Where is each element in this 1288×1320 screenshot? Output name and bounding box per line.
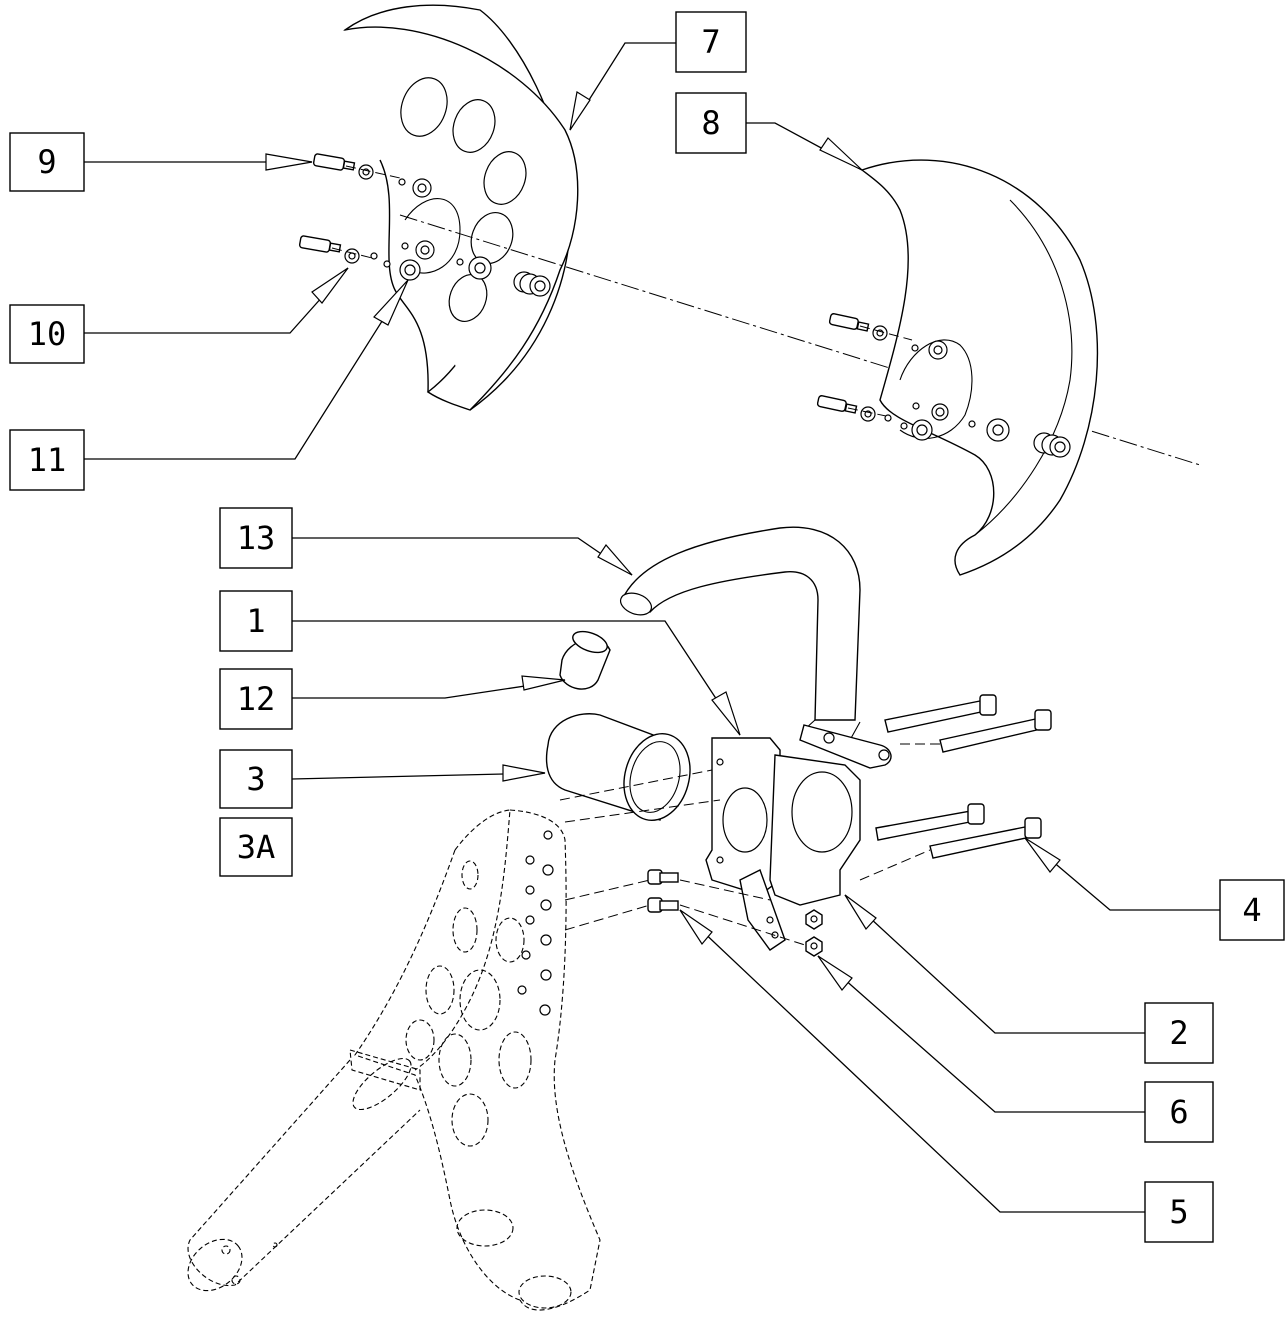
- tube-end-cap: [559, 630, 611, 690]
- svg-text:11: 11: [28, 441, 67, 479]
- projection-lines: [559, 743, 940, 947]
- svg-text:8: 8: [701, 104, 720, 142]
- leader-lines: [84, 42, 1220, 1213]
- callout-13: 13: [219, 507, 293, 569]
- long-bolts: [875, 694, 1052, 859]
- svg-text:3: 3: [246, 760, 265, 798]
- svg-text:10: 10: [28, 315, 67, 353]
- svg-text:2: 2: [1169, 1014, 1188, 1052]
- svg-text:13: 13: [237, 519, 276, 557]
- frame-hidden-lines: [187, 809, 601, 1311]
- callout-3: 3: [219, 749, 293, 809]
- callout-4: 4: [1219, 879, 1285, 941]
- svg-text:12: 12: [237, 680, 276, 718]
- tube-sleeve: [545, 713, 691, 822]
- svg-text:3A: 3A: [237, 828, 276, 866]
- left-fender-guard: [343, 4, 579, 411]
- callout-8: 8: [675, 92, 747, 154]
- callout-5: 5: [1144, 1181, 1214, 1243]
- svg-text:1: 1: [246, 602, 265, 640]
- svg-text:6: 6: [1169, 1093, 1188, 1131]
- callout-12: 12: [219, 668, 293, 730]
- callout-11: 11: [9, 429, 85, 491]
- callout-2: 2: [1144, 1002, 1214, 1064]
- svg-text:4: 4: [1242, 891, 1261, 929]
- clamp-block-left: [705, 737, 781, 896]
- left-fender-hardware: [298, 153, 551, 297]
- short-bolts-and-nuts: [647, 869, 823, 957]
- callout-7: 7: [675, 11, 747, 73]
- svg-text:7: 7: [701, 23, 720, 61]
- svg-text:5: 5: [1169, 1193, 1188, 1231]
- callout-9: 9: [9, 132, 85, 192]
- callout-1: 1: [219, 590, 293, 652]
- bent-handle-tube: [619, 526, 892, 769]
- svg-text:9: 9: [37, 143, 56, 181]
- clamp-block-right: [739, 754, 861, 951]
- right-fender-guard: [860, 159, 1099, 576]
- right-fender-hardware: [816, 313, 1071, 458]
- callout-3a: 3A: [219, 817, 293, 877]
- callout-10: 10: [9, 304, 85, 364]
- callout-6: 6: [1144, 1081, 1214, 1143]
- frame-side-holes: [517, 830, 554, 1016]
